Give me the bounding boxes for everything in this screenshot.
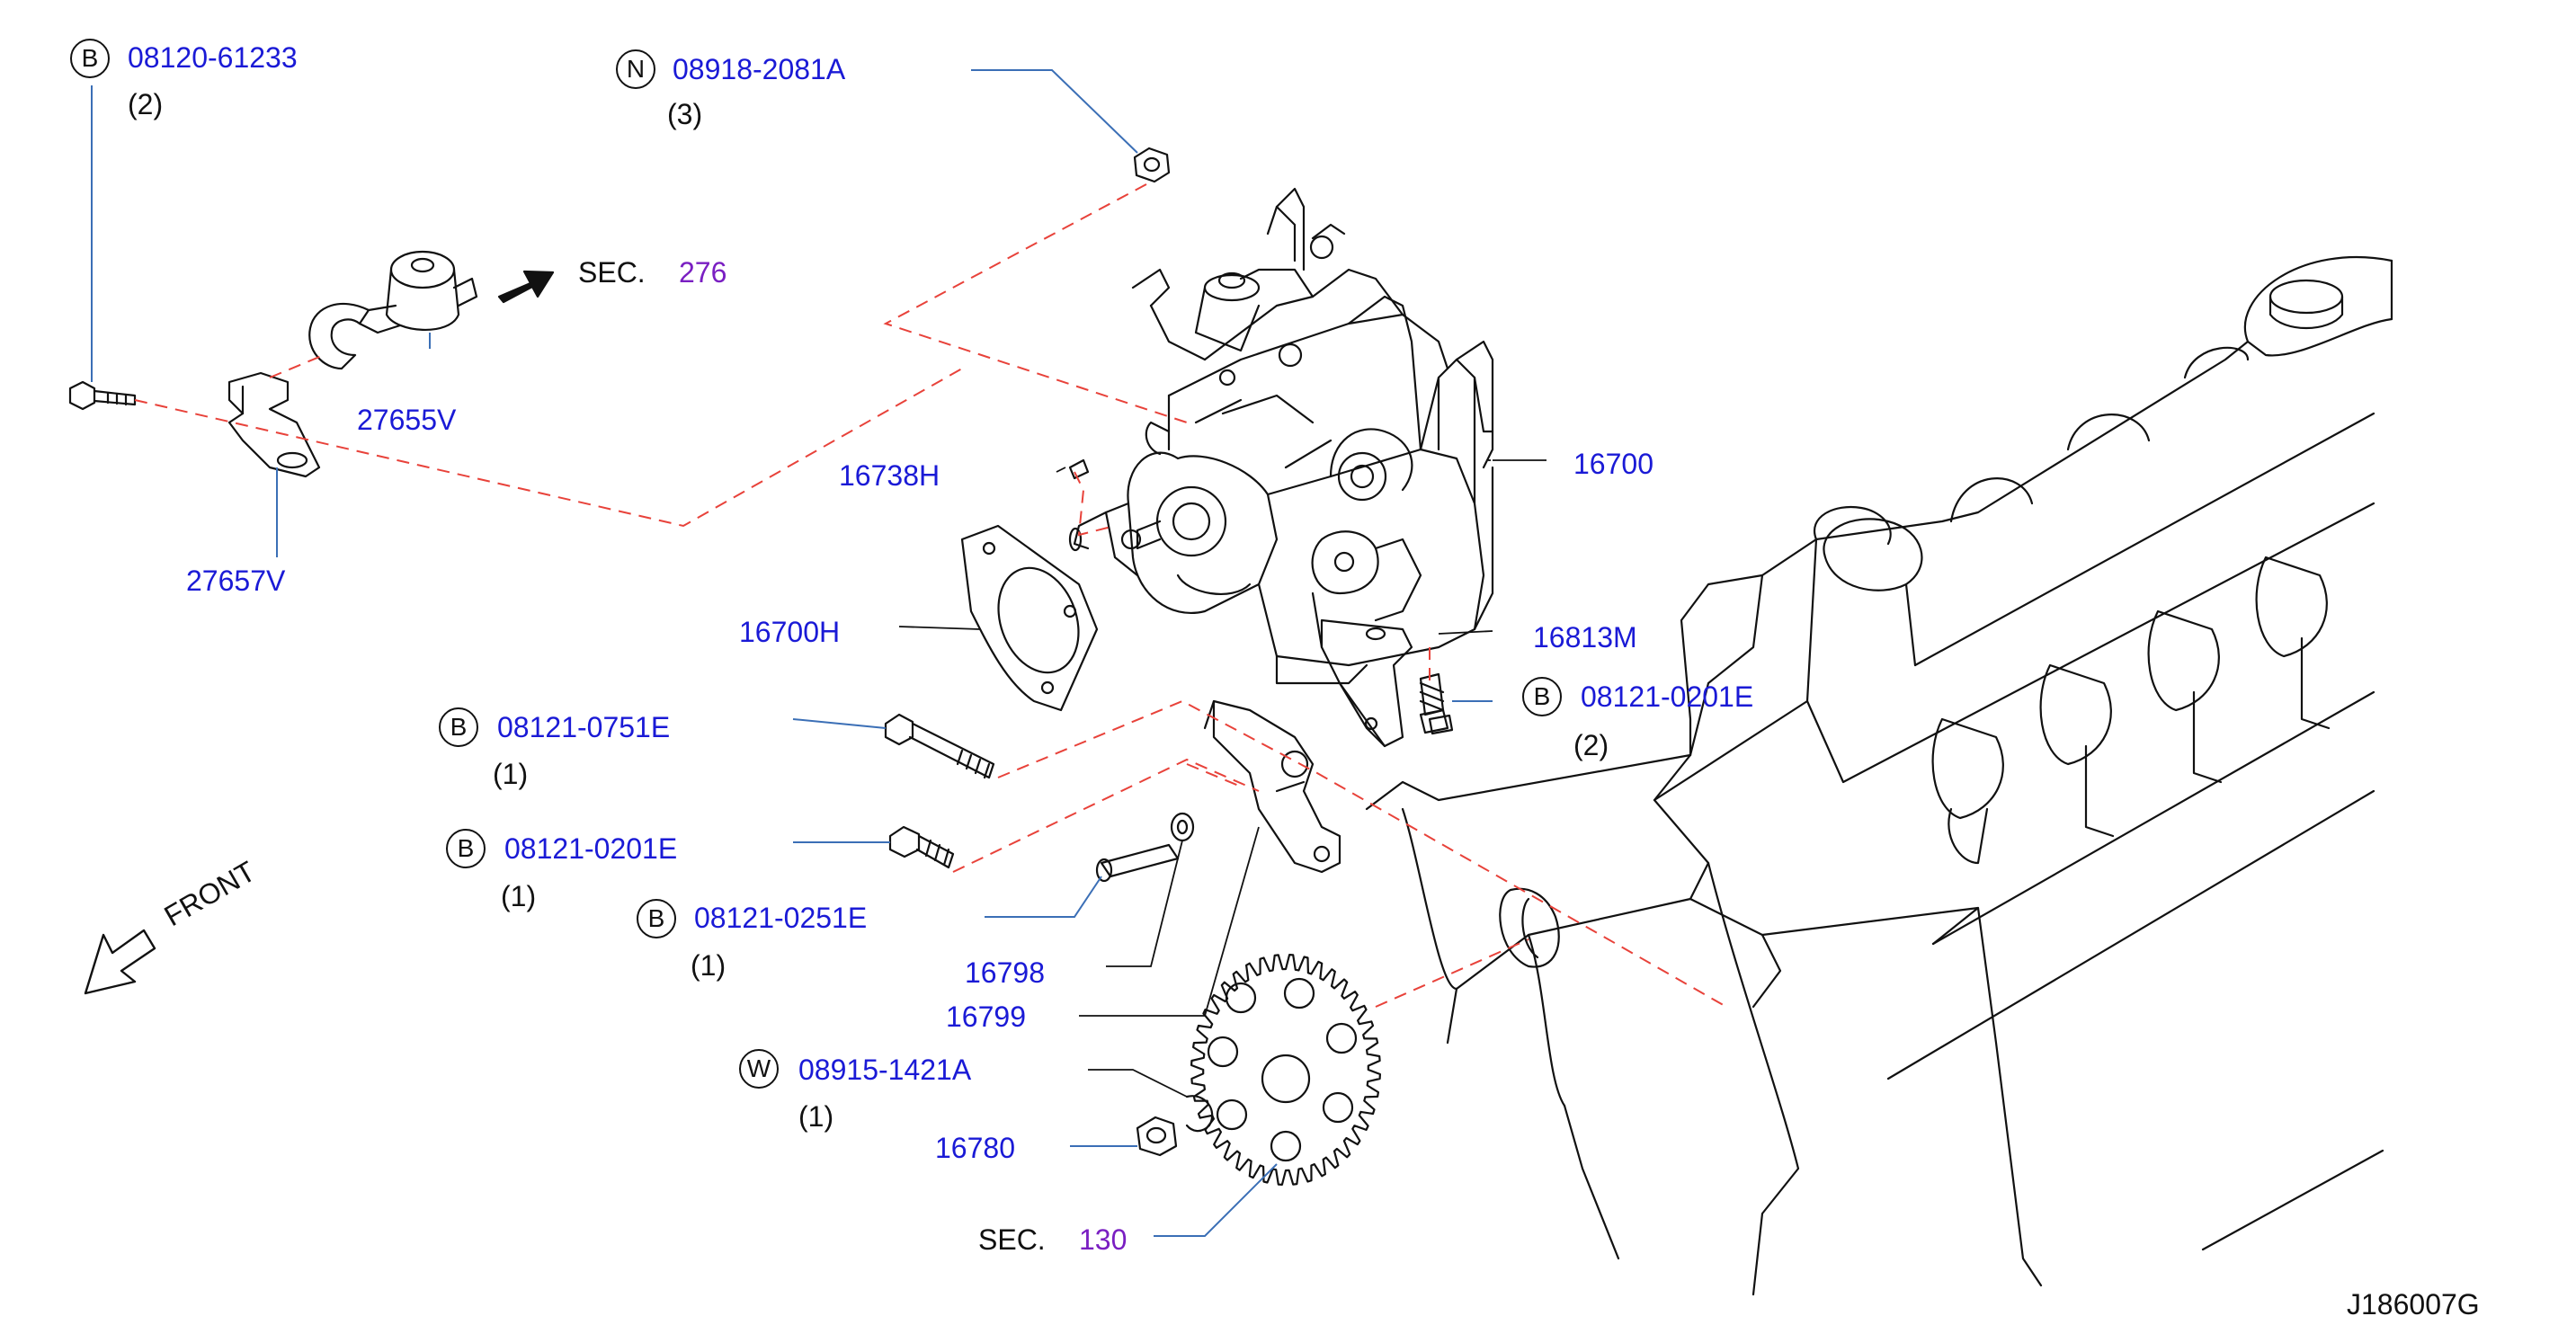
- part-number-16700H[interactable]: 16700H: [739, 616, 841, 648]
- bolt-08121-0751E: [884, 713, 995, 779]
- badge-b4: B: [446, 829, 486, 868]
- part-number-16799[interactable]: 16799: [946, 1000, 1026, 1033]
- part-number-08121-0251E[interactable]: 08121-0251E: [694, 902, 868, 934]
- part-number-08915-1421A[interactable]: 08915-1421A: [798, 1054, 972, 1086]
- bolt-08120-61233: [68, 380, 137, 411]
- badge-n1: N: [616, 49, 655, 89]
- sec-130-prefix: SEC.: [978, 1223, 1046, 1256]
- qty-b5: (1): [691, 949, 726, 982]
- part-number-16798[interactable]: 16798: [965, 956, 1045, 989]
- part-number-08121-0201E-upper[interactable]: 08121-0201E: [1581, 680, 1754, 713]
- sec-276-prefix: SEC.: [578, 256, 646, 289]
- part-number-27655V[interactable]: 27655V: [357, 404, 457, 436]
- sec-276-arrow: [497, 270, 555, 304]
- pump-gasket: [960, 524, 1099, 712]
- valve-27655V: [308, 250, 478, 370]
- injection-pump: [1068, 187, 1494, 685]
- gear-bracket: [1203, 699, 1341, 874]
- bolt-08121-0251E: [1095, 843, 1180, 883]
- front-arrow: [84, 929, 156, 995]
- qty-b3: (1): [493, 758, 529, 790]
- part-number-08918-2081A[interactable]: 08918-2081A: [673, 53, 846, 85]
- lock-washer: [1185, 1095, 1214, 1133]
- injection-gear: [1190, 954, 1381, 1186]
- black-leaders: [898, 459, 1546, 1098]
- figure-id: J186007G: [2347, 1288, 2480, 1321]
- badge-b5: B: [637, 899, 676, 938]
- part-number-16700[interactable]: 16700: [1573, 448, 1653, 480]
- bolt-08121-0201E-upper: [1428, 714, 1454, 735]
- part-number-08121-0751E[interactable]: 08121-0751E: [497, 711, 671, 743]
- bolt-08121-0201E-lower: [888, 825, 955, 869]
- part-number-08120-61233[interactable]: 08120-61233: [128, 41, 298, 74]
- gear-nut: [1136, 1116, 1178, 1157]
- qty-b4: (1): [501, 880, 537, 912]
- qty-n1: (3): [667, 98, 703, 130]
- part-number-16813M[interactable]: 16813M: [1533, 621, 1637, 654]
- part-number-27657V[interactable]: 27657V: [186, 565, 286, 597]
- part-number-08121-0201E-lower[interactable]: 08121-0201E: [504, 832, 678, 865]
- qty-b1: (2): [128, 88, 164, 120]
- assembly-lines: [134, 183, 1727, 1008]
- qty-w1: (1): [798, 1100, 834, 1133]
- washer-16798: [1170, 812, 1195, 842]
- nut-08918-2081A: [1133, 147, 1171, 183]
- badge-b3: B: [439, 707, 478, 747]
- leader-lines: [91, 69, 1493, 1237]
- section-ref-130[interactable]: 130: [1079, 1223, 1128, 1256]
- badge-w1: W: [739, 1049, 779, 1089]
- bracket-27657V: [227, 371, 321, 478]
- badge-b2: B: [1522, 677, 1562, 716]
- engine-block: [1365, 255, 2393, 1296]
- pump-key: [1068, 458, 1090, 480]
- qty-b2: (2): [1573, 729, 1609, 761]
- part-number-16780[interactable]: 16780: [935, 1132, 1015, 1164]
- badge-b1: B: [70, 39, 110, 78]
- pump-bracket: [1320, 618, 1449, 748]
- part-number-16738H[interactable]: 16738H: [839, 459, 940, 492]
- section-ref-276[interactable]: 276: [679, 256, 727, 289]
